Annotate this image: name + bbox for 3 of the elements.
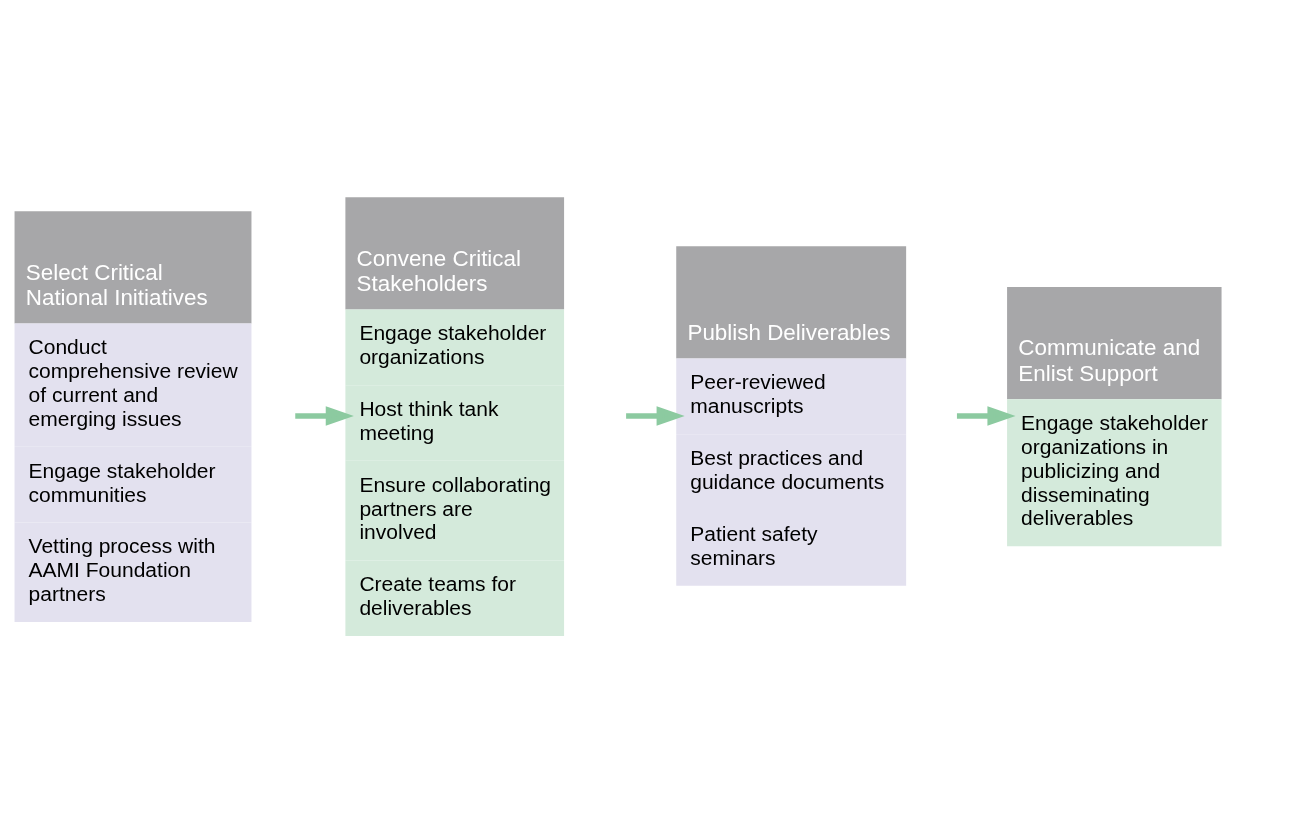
arrow [956,405,1016,426]
arrow [295,405,354,426]
arrow [626,405,685,426]
